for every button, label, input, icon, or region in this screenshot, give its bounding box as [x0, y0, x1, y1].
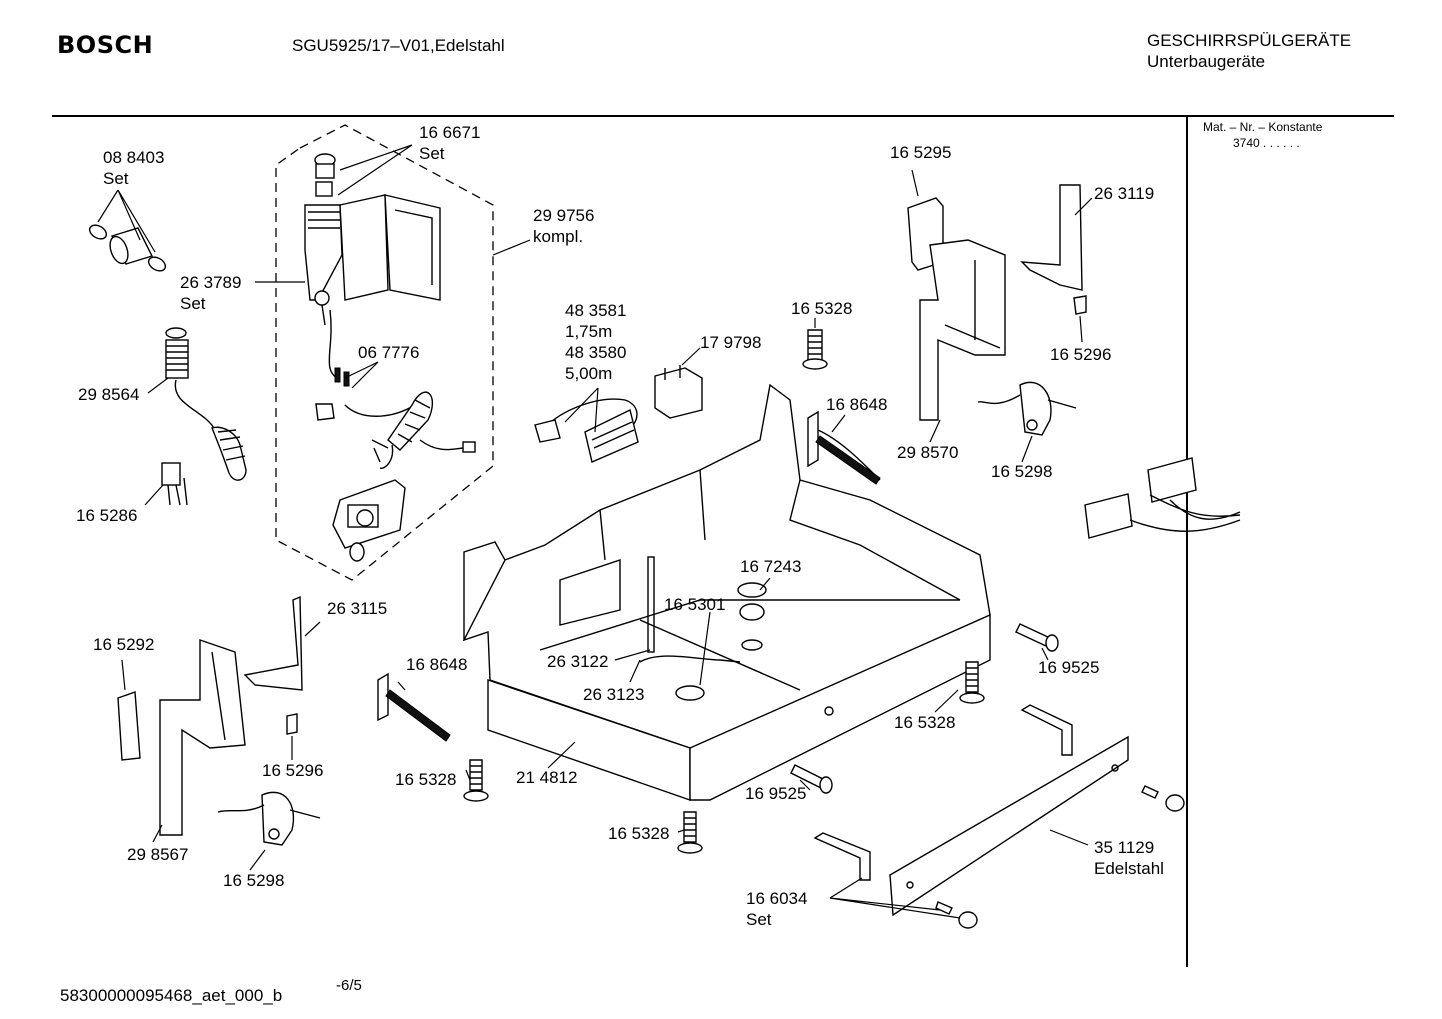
- document-id: 58300000095468_aet_000_b: [60, 986, 283, 1005]
- part-label: 26 3123: [583, 685, 645, 704]
- part-label: 16 5295: [890, 143, 952, 162]
- spring-hinge-left: [377, 672, 451, 742]
- part-label: 16 9525: [745, 784, 807, 803]
- part-label: 16 5298: [223, 871, 285, 890]
- assembly-group-outline: [275, 124, 494, 581]
- foot-screws: [463, 661, 985, 854]
- part-label: 16 5301: [664, 595, 726, 614]
- brand-logo: BOSCH: [57, 31, 154, 59]
- part-label: 16 5296: [262, 761, 324, 780]
- kickboard-panel: [813, 704, 1185, 929]
- part-label: 06 7776: [358, 343, 420, 362]
- part-label: 16 5328: [608, 824, 670, 843]
- switch-bracket: [332, 479, 406, 562]
- connection-cable: [534, 398, 639, 463]
- part-label: 17 9798: [700, 333, 762, 352]
- part-label: 16 5286: [76, 506, 138, 525]
- part-label: 16 5328: [395, 770, 457, 789]
- base-chassis: [462, 383, 991, 801]
- inlet-valve-assembly: [304, 153, 441, 421]
- bellows-part: [165, 327, 247, 481]
- part-label: 16 8648: [826, 395, 888, 414]
- filter-capacitor: [654, 365, 703, 419]
- part-label: 26 3115: [327, 599, 388, 618]
- part-label: 29 8567: [127, 845, 189, 864]
- left-hinge-group: [117, 595, 321, 846]
- leader-lines: [97, 144, 1093, 919]
- spring-hinge-right: [807, 410, 881, 485]
- page-number: -6/5: [336, 977, 362, 994]
- part-label: 16 5298: [991, 462, 1053, 481]
- adjustable-foot-screw: [802, 329, 828, 370]
- part-label: 16 7243: [740, 557, 802, 576]
- model-title: SGU5925/17–V01,Edelstahl: [292, 36, 505, 55]
- part-label: 16 5328: [791, 299, 853, 318]
- part-label: 29 8570: [897, 443, 959, 462]
- part-label: 29 8564: [78, 385, 140, 404]
- part-label: 26 3122: [547, 652, 609, 671]
- clip-part: [161, 462, 188, 506]
- part-label: 16 9525: [1038, 658, 1100, 677]
- part-label: 16 8648: [406, 655, 468, 674]
- part-label: 16 5296: [1050, 345, 1112, 364]
- part-label: 16 5292: [93, 635, 155, 654]
- part-label: 21 4812: [516, 768, 578, 787]
- part-label: 16 5328: [894, 713, 956, 732]
- bolts: [790, 623, 1059, 794]
- category-line-2: Unterbaugeräte: [1147, 52, 1266, 71]
- hose-clamp-set: [88, 224, 167, 272]
- mat-nr-label: Mat. – Nr. – Konstante: [1203, 120, 1323, 134]
- category-line-1: GESCHIRRSPÜLGERÄTE: [1147, 31, 1352, 50]
- part-label: 26 3119: [1094, 184, 1155, 203]
- right-hinge-group: [907, 184, 1087, 436]
- hose-and-cable: [344, 391, 476, 469]
- wiring-connectors: [1084, 457, 1241, 539]
- mat-nr-value: 3740 . . . . . .: [1233, 136, 1300, 150]
